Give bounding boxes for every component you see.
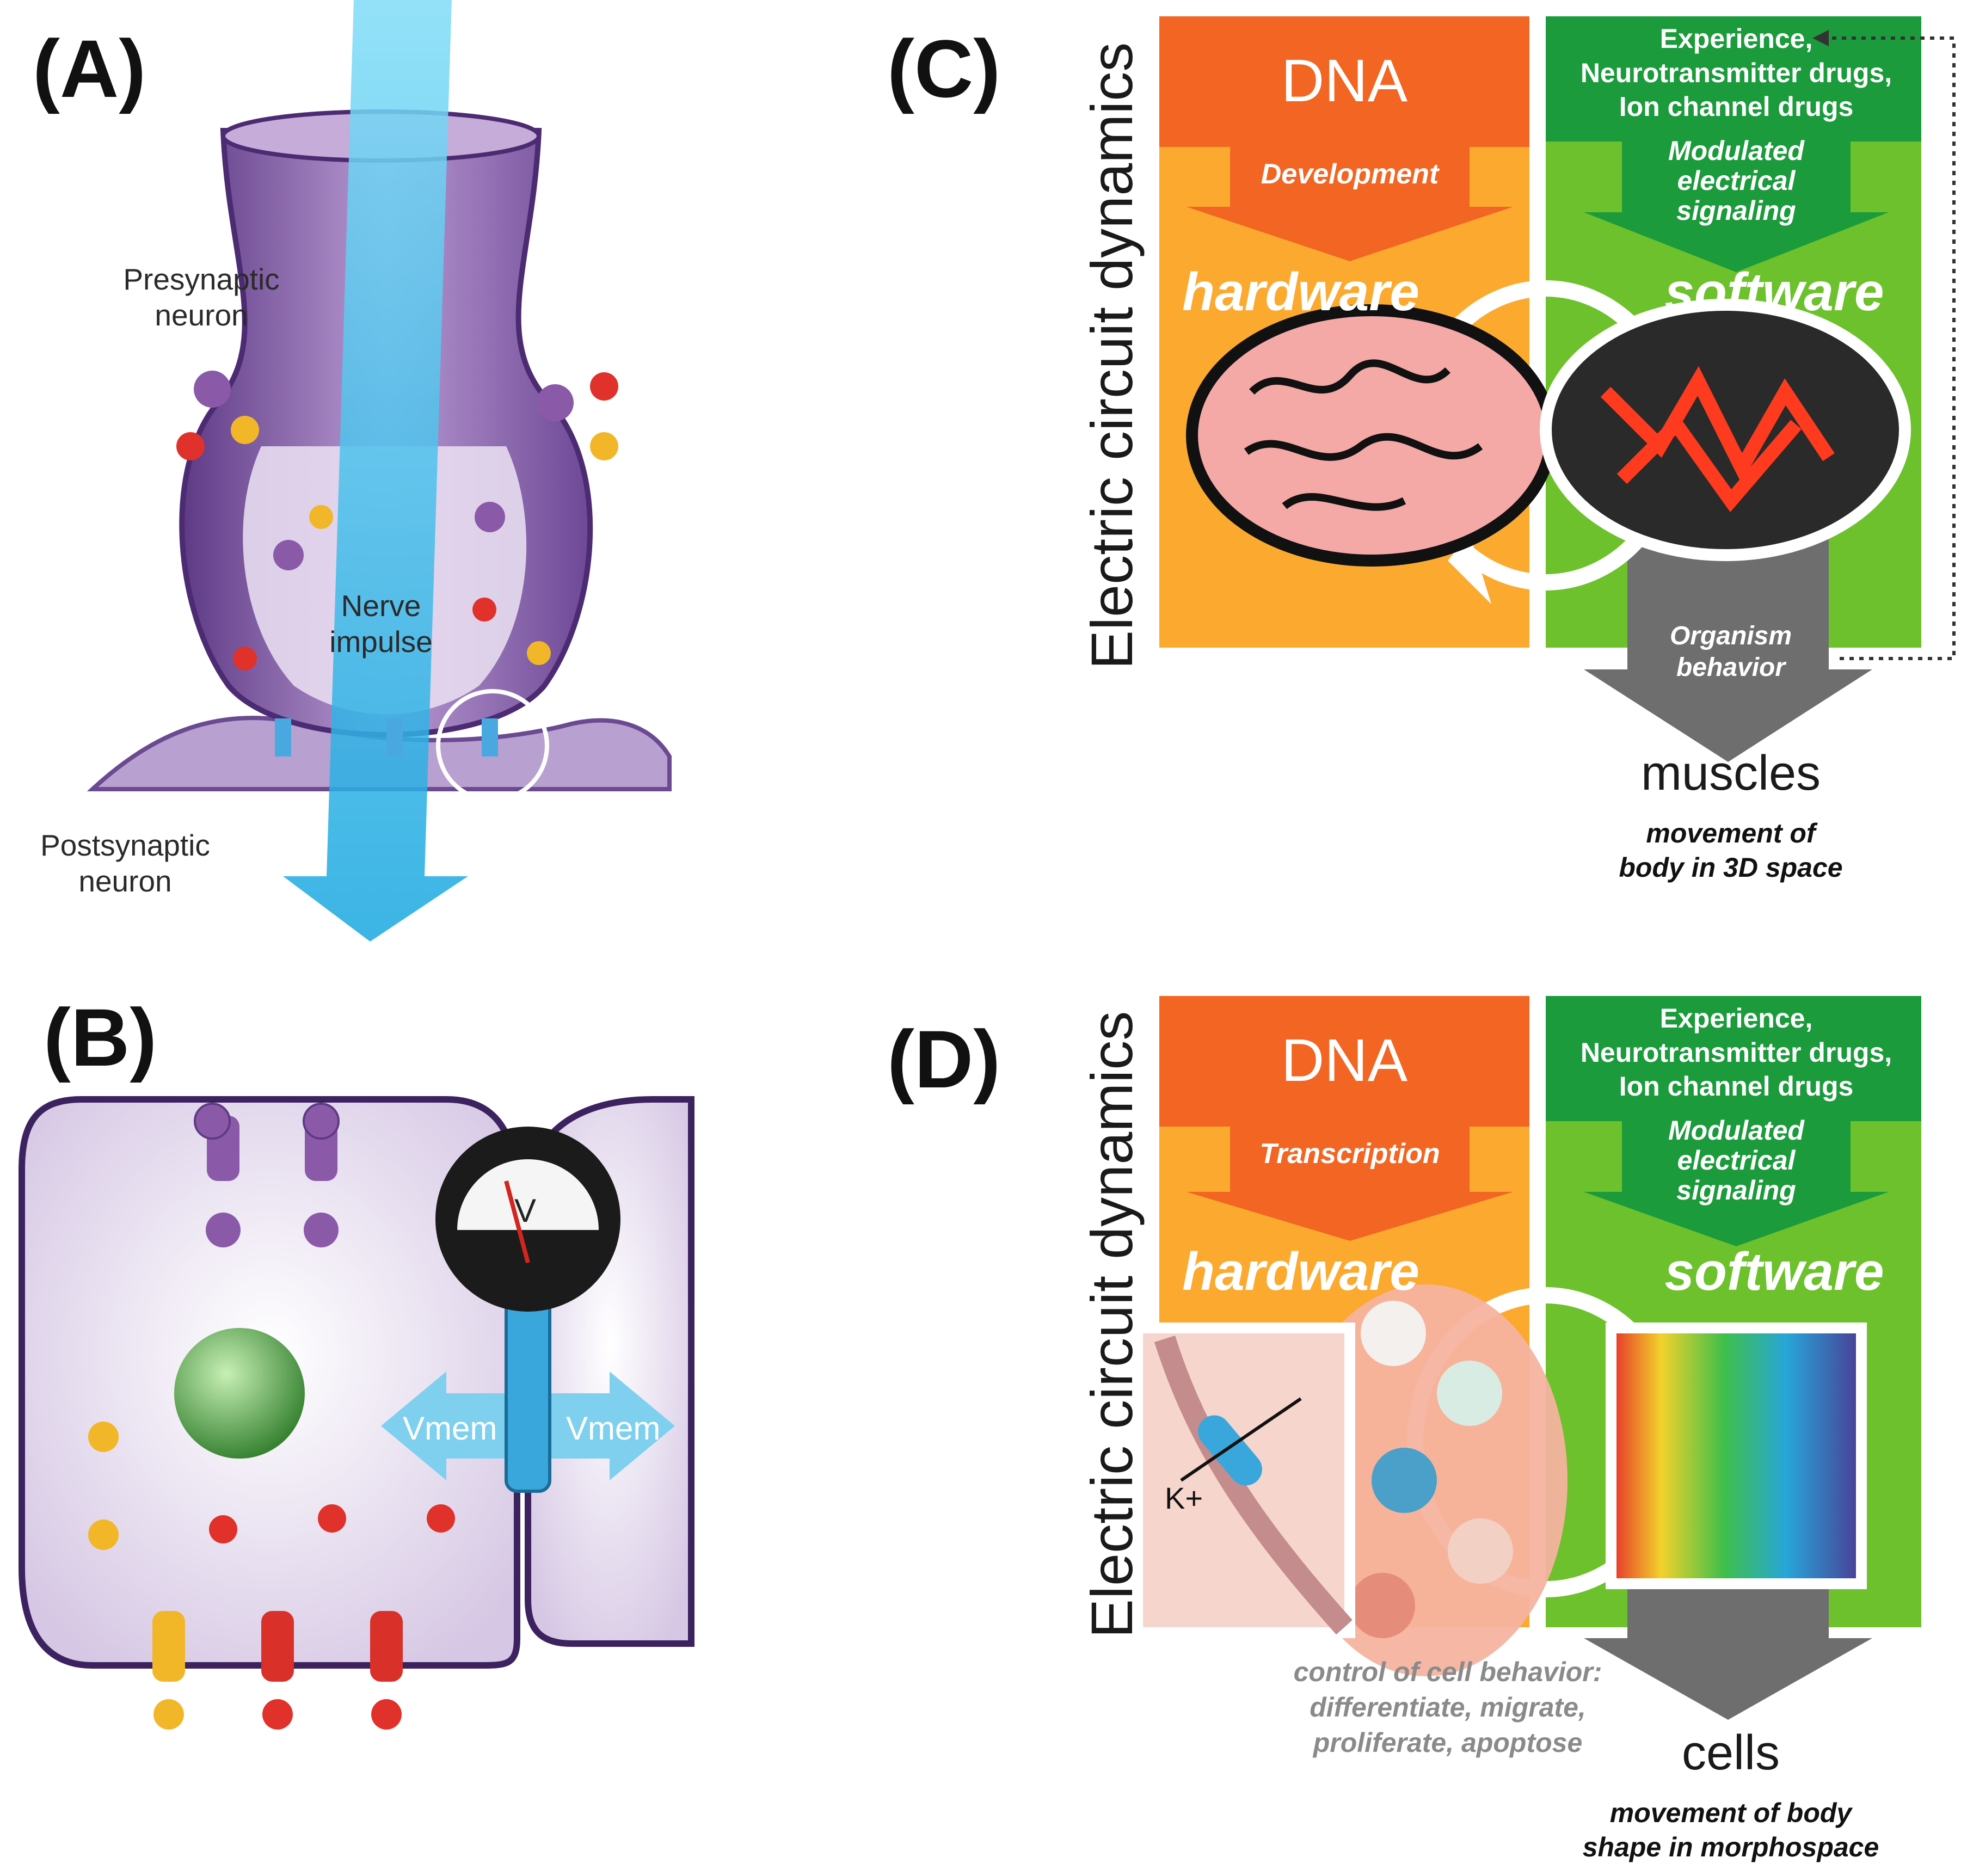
panel-c-side-title: Electric circuit dynamics [1079,42,1145,669]
experience-feedback-line [1829,36,1956,660]
nerve-impulse-arrow [283,0,468,942]
brain-folds [1244,359,1483,511]
ion-k [371,1699,402,1730]
panel-c-organism-behavior: Organism behavior [1669,622,1792,682]
k-channel [1198,1415,1262,1486]
postsynaptic-label: Postsynaptic neuron [40,828,210,898]
software-column-top [1546,996,1921,1121]
ion-cl [231,416,259,444]
presynaptic-label: Presynaptic neuron [123,262,280,332]
ion-k [233,647,257,671]
synapse-highlight-circle [436,689,549,802]
hardware-column-top [1159,996,1529,1127]
ion-k [209,1515,237,1543]
modulated-arrow [1584,1121,1889,1246]
k-channel [370,1611,403,1682]
panel-d-side-title: Electric circuit dynamics [1079,1011,1145,1638]
k-efflux-arrow [1180,1397,1302,1482]
software-column-top [1546,16,1921,142]
vmem-arrow-right [544,1371,675,1480]
panel-label-d: (D) [887,1013,1001,1105]
cell [1437,1361,1502,1426]
panel-b-cell-art [19,1096,694,1730]
cell [1448,1518,1513,1584]
nucleus [174,1328,305,1459]
panel-c-experience: Experience, Neurotransmitter drugs, Ion … [1580,23,1892,122]
experience-feedback-arrowhead [1812,30,1829,46]
voltmeter-needle [504,1180,530,1264]
panel-d-experience: Experience, Neurotransmitter drugs, Ion … [1580,1003,1892,1102]
ion-na [303,1103,340,1140]
ion-k [318,1504,346,1533]
panel-c-muscles: muscles [1640,746,1821,801]
ion-cl [88,1422,119,1452]
ion-na [304,1213,339,1247]
panel-d-kplus: K+ [1165,1481,1203,1515]
bioelectric-image [1606,1323,1867,1589]
ion-cl [590,432,618,460]
k-channel [261,1611,294,1682]
cell [1361,1301,1426,1366]
panel-label-a: (A) [33,23,146,114]
panel-c-movement: movement of body in 3D space [1619,818,1843,883]
ion-cl [153,1699,184,1730]
vmem-right-label: Vmem [566,1410,661,1447]
ion-k [590,372,618,401]
panel-d-cells: cells [1681,1726,1780,1780]
ion-na [194,371,231,408]
panel-label-c: (C) [887,23,1001,114]
cell [1350,1573,1415,1638]
ion-k [176,432,205,460]
panel-d-software: software [1664,1241,1884,1301]
panel-d-modulated: Modulated electrical signaling [1668,1115,1804,1205]
ion-channel [386,718,403,756]
hardware-column-top [1159,16,1529,147]
development-arrow [1187,147,1513,261]
ion-na [194,1103,231,1140]
ion-k [262,1699,293,1730]
modulated-arrow [1584,142,1889,272]
panel-c-hardware: hardware [1182,262,1419,322]
voltmeter-face [457,1159,599,1230]
ion-na [273,540,304,570]
gap-junction [505,1294,551,1493]
panel-c-development: Development [1261,158,1439,190]
ion-cl [527,641,551,665]
vmem-left-label: Vmem [403,1410,497,1447]
ion-na [206,1213,241,1247]
voltmeter-letter: V [514,1192,537,1229]
panel-d-control: control of cell behavior: differentiate,… [1293,1657,1602,1758]
ion-channel [275,718,291,756]
panel-d-movement: movement of body shape in morphospace [1582,1798,1879,1862]
ion-k [472,598,496,622]
panel-c-art [1159,16,1956,762]
panel-d-art [1132,996,1921,1720]
panel-d-transcription: Transcription [1259,1138,1440,1170]
ion-cl [88,1520,119,1550]
panel-c-software: software [1664,262,1884,322]
brain-activity [1600,366,1835,513]
panel-c-dna: DNA [1281,47,1408,114]
ion-cl [309,505,333,529]
nerve-impulse-label: Nerve impulse [329,589,433,659]
panel-d-dna: DNA [1281,1027,1408,1094]
ion-na [537,384,574,421]
lipid-bilayer [1154,1335,1353,1635]
cell [1372,1448,1437,1513]
vmem-arrow-left [381,1371,512,1480]
panel-d-hardware: hardware [1182,1241,1419,1301]
brain-hardware [1186,304,1557,567]
cl-channel [152,1611,185,1682]
transcription-arrow [1187,1127,1513,1241]
ion-channel [482,718,498,756]
ion-na [475,502,505,532]
panel-label-b: (B) [44,992,157,1083]
ion-k [427,1504,455,1533]
panel-a-synapse-art [87,0,672,942]
panel-c-modulated: Modulated electrical signaling [1668,136,1804,226]
